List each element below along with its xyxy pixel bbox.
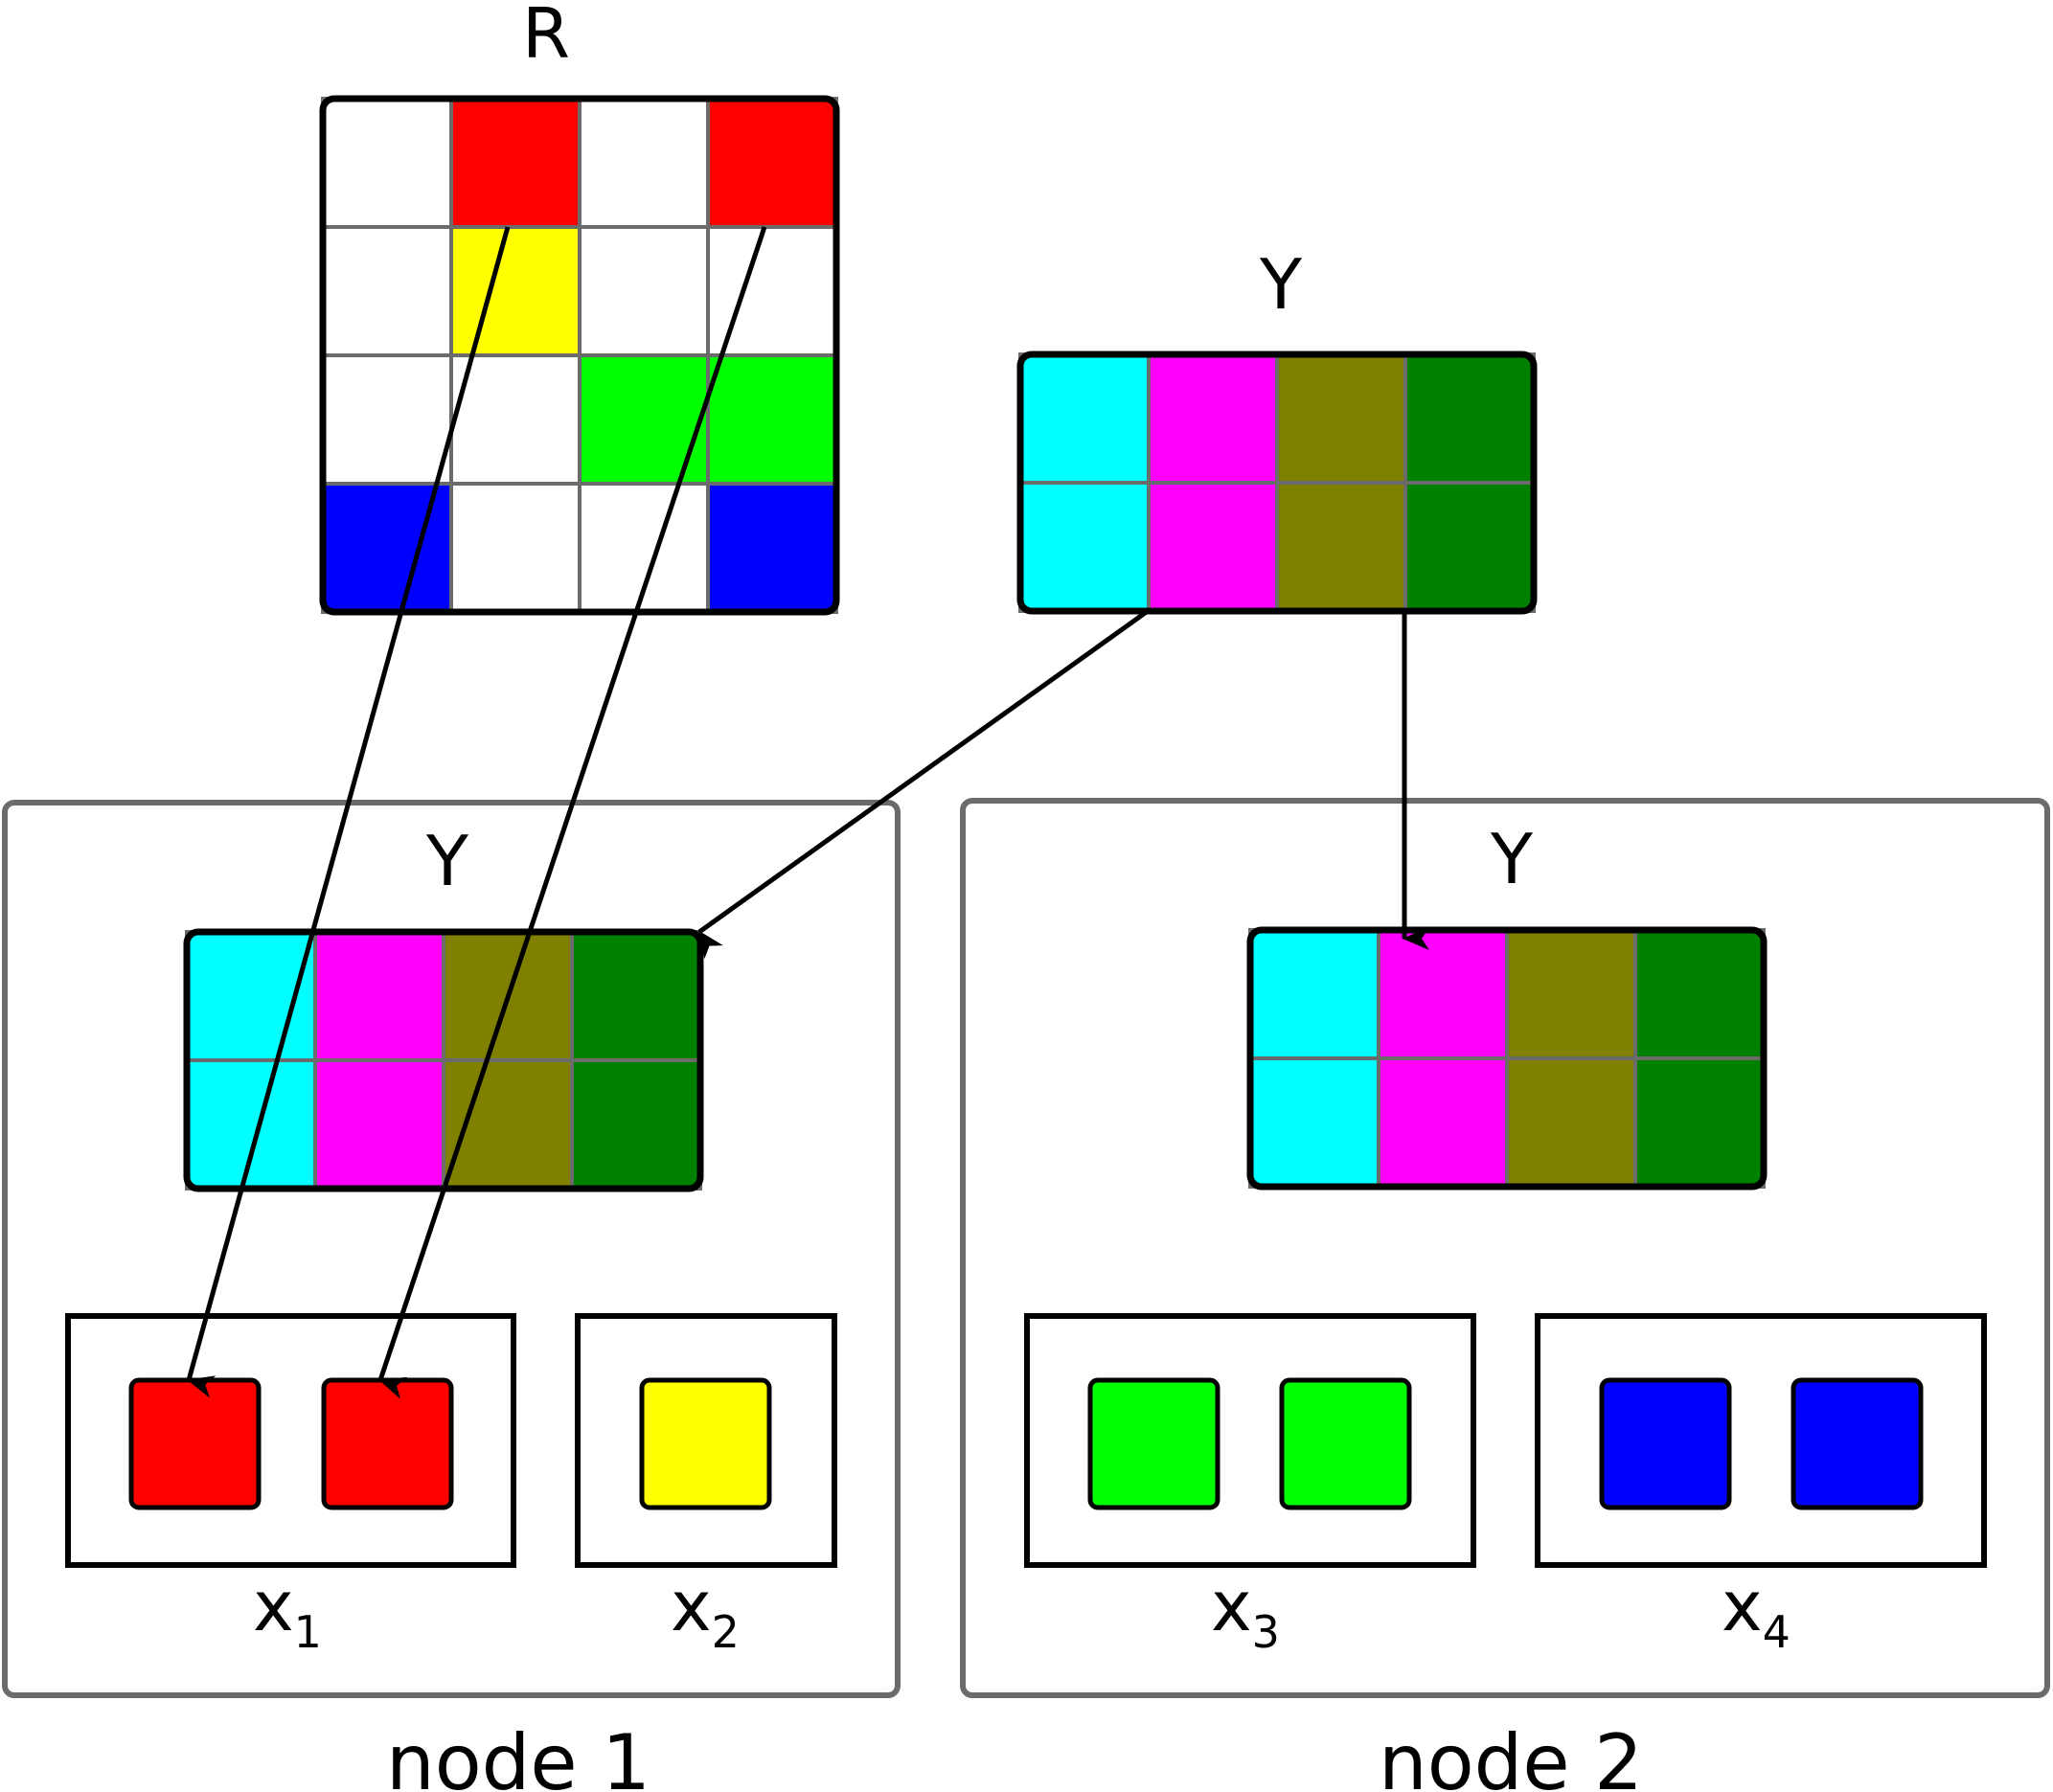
matrix-y-node-1-cell-2-3 bbox=[442, 1058, 574, 1191]
group-x2-label: x2 bbox=[671, 1566, 740, 1658]
matrix-y-source-cell-1-3 bbox=[1275, 352, 1407, 485]
group-x4-label: x4 bbox=[1722, 1566, 1791, 1658]
matrix-r-cell-2-2 bbox=[449, 225, 582, 357]
group-x1-box bbox=[65, 1313, 516, 1568]
matrix-y-source-cell-1-2 bbox=[1147, 352, 1279, 485]
matrix-y-node-2-cell-2-1 bbox=[1248, 1056, 1380, 1189]
block-x4-1 bbox=[1599, 1377, 1732, 1510]
group-x3-label: x3 bbox=[1211, 1566, 1280, 1658]
matrix-y-source-cell-2-1 bbox=[1018, 481, 1151, 613]
group-x2-name: x bbox=[671, 1566, 712, 1646]
block-x2-1 bbox=[639, 1377, 772, 1510]
matrix-r-cell-1-4 bbox=[706, 97, 838, 229]
group-x3-box bbox=[1024, 1313, 1476, 1568]
matrix-y-source bbox=[1016, 351, 1538, 615]
matrix-y-node-1-cell-2-4 bbox=[570, 1058, 702, 1191]
arrow-r-to-x1-block-2 bbox=[377, 226, 767, 1399]
node-2-y-label: Y bbox=[1490, 819, 1534, 899]
matrix-r-cell-3-4 bbox=[706, 353, 838, 486]
matrix-y-node-2-border bbox=[1246, 926, 1768, 1191]
block-x1-1 bbox=[128, 1377, 262, 1510]
group-x3-subscript: 3 bbox=[1252, 1606, 1280, 1658]
matrix-y-node-1-cell-2-2 bbox=[313, 1058, 445, 1191]
matrix-r-border bbox=[319, 95, 840, 616]
matrix-y-node-1-cell-2-1 bbox=[185, 1058, 317, 1191]
group-x1-label: x1 bbox=[253, 1566, 322, 1658]
matrix-r-cell-2-3 bbox=[578, 225, 710, 357]
matrix-r-cell-1-1 bbox=[321, 97, 453, 229]
matrix-y-node-1-cell-1-4 bbox=[570, 930, 702, 1062]
matrix-y-source-cell-1-4 bbox=[1403, 352, 1536, 485]
block-x4-2 bbox=[1791, 1377, 1924, 1510]
matrix-y-node-2-cell-2-3 bbox=[1505, 1056, 1637, 1189]
matrix-y-source-cell-1-1 bbox=[1018, 352, 1151, 485]
matrix-r-cell-3-1 bbox=[321, 353, 453, 486]
matrix-y-node-2-cell-1-4 bbox=[1633, 928, 1766, 1060]
matrix-r-cell-3-2 bbox=[449, 353, 582, 486]
node-1-container bbox=[2, 800, 901, 1698]
group-x3-name: x bbox=[1211, 1566, 1252, 1646]
matrix-r-label: R bbox=[522, 0, 570, 74]
block-x1-2 bbox=[321, 1377, 454, 1510]
matrix-y-label: Y bbox=[1259, 244, 1303, 325]
matrix-r-cell-4-2 bbox=[449, 482, 582, 614]
block-x3-2 bbox=[1279, 1377, 1412, 1510]
group-x1-subscript: 1 bbox=[294, 1606, 322, 1658]
matrix-y-node-2-cell-1-3 bbox=[1505, 928, 1637, 1060]
arrow-r-to-x1-block-1 bbox=[186, 226, 511, 1398]
matrix-r-cell-2-1 bbox=[321, 225, 453, 357]
block-x3-1 bbox=[1087, 1377, 1220, 1510]
group-x2-box bbox=[575, 1313, 837, 1568]
matrix-y-source-border bbox=[1016, 351, 1538, 615]
group-x4-subscript: 4 bbox=[1763, 1606, 1791, 1658]
matrix-r-cell-3-3 bbox=[578, 353, 710, 486]
matrix-r-cell-4-4 bbox=[706, 482, 838, 614]
node-1-label: node 1 bbox=[386, 1718, 650, 1792]
matrix-y-source-cell-2-2 bbox=[1147, 481, 1279, 613]
matrix-y-node-2-cell-1-2 bbox=[1377, 928, 1509, 1060]
matrix-y-node-1-cell-1-2 bbox=[313, 930, 445, 1062]
matrix-r bbox=[319, 95, 840, 616]
node-2-container bbox=[960, 798, 2050, 1698]
node-2-label: node 2 bbox=[1379, 1718, 1643, 1792]
matrix-y-node-2-cell-1-1 bbox=[1248, 928, 1380, 1060]
matrix-y-source-cell-2-4 bbox=[1403, 481, 1536, 613]
matrix-r-cell-1-3 bbox=[578, 97, 710, 229]
arrow-y-to-node-1 bbox=[697, 608, 1150, 960]
matrix-r-cell-1-2 bbox=[449, 97, 582, 229]
matrix-y-node-2-cell-2-2 bbox=[1377, 1056, 1509, 1189]
group-x2-subscript: 2 bbox=[712, 1606, 740, 1658]
matrix-y-node-2-cell-2-4 bbox=[1633, 1056, 1766, 1189]
node-1-y-label: Y bbox=[425, 821, 469, 901]
group-x4-name: x bbox=[1722, 1566, 1763, 1646]
matrix-y-source-cell-2-3 bbox=[1275, 481, 1407, 613]
group-x1-name: x bbox=[253, 1566, 294, 1646]
group-x4-box bbox=[1535, 1313, 1987, 1568]
matrix-y-node-1 bbox=[183, 928, 704, 1192]
matrix-y-node-2 bbox=[1246, 926, 1768, 1191]
